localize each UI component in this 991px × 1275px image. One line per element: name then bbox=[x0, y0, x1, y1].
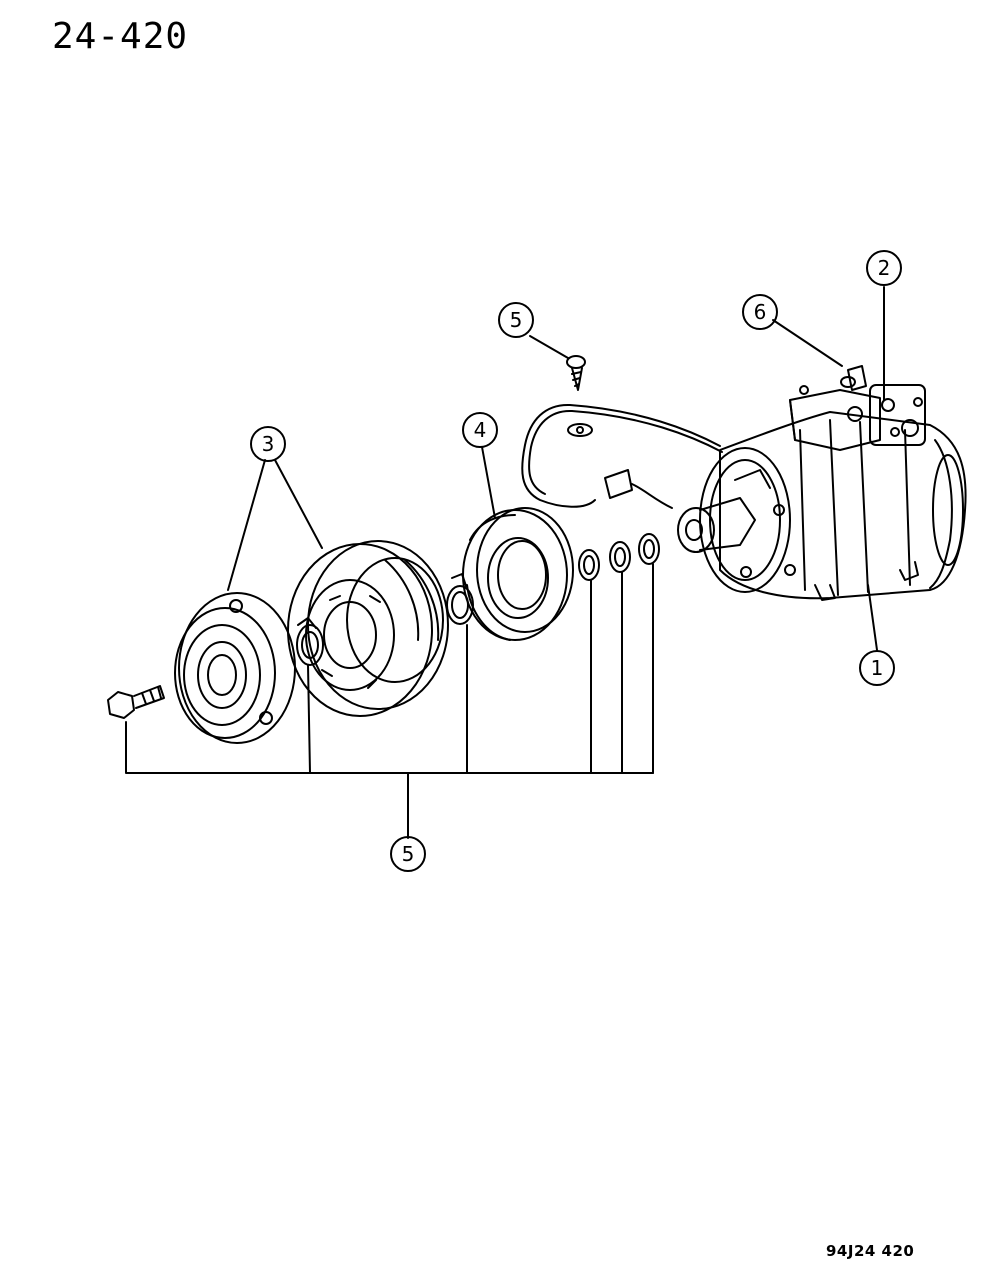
callout-label-4: 4 bbox=[474, 418, 487, 442]
callout-label-5-bottom: 5 bbox=[402, 842, 415, 866]
compressor bbox=[677, 365, 967, 601]
clutch-plate bbox=[174, 592, 296, 744]
callout-label-6: 6 bbox=[754, 300, 767, 324]
snap-ring-1 bbox=[296, 617, 324, 666]
callout-label-5-top: 5 bbox=[510, 308, 523, 332]
callout-circle-5-bottom bbox=[390, 836, 426, 872]
callout-circle-6 bbox=[742, 294, 778, 330]
callout-label-1: 1 bbox=[871, 656, 884, 680]
callout-label-2: 2 bbox=[878, 256, 891, 280]
shims bbox=[578, 533, 660, 581]
screw bbox=[566, 355, 586, 391]
field-coil bbox=[462, 507, 574, 641]
pulley bbox=[287, 540, 449, 717]
callout-label-3: 3 bbox=[262, 432, 275, 456]
callout-circle-3 bbox=[250, 426, 286, 462]
figure-code: 94J24 420 bbox=[826, 1242, 915, 1260]
callout-circle-4 bbox=[462, 412, 498, 448]
page-code: 24-420 bbox=[52, 16, 189, 57]
leader-lines bbox=[125, 286, 885, 839]
wire-harness bbox=[521, 403, 723, 509]
callout-circle-1 bbox=[859, 650, 895, 686]
callout-circle-2 bbox=[866, 250, 902, 286]
bolt bbox=[107, 685, 165, 719]
callout-circle-5-top bbox=[498, 302, 534, 338]
